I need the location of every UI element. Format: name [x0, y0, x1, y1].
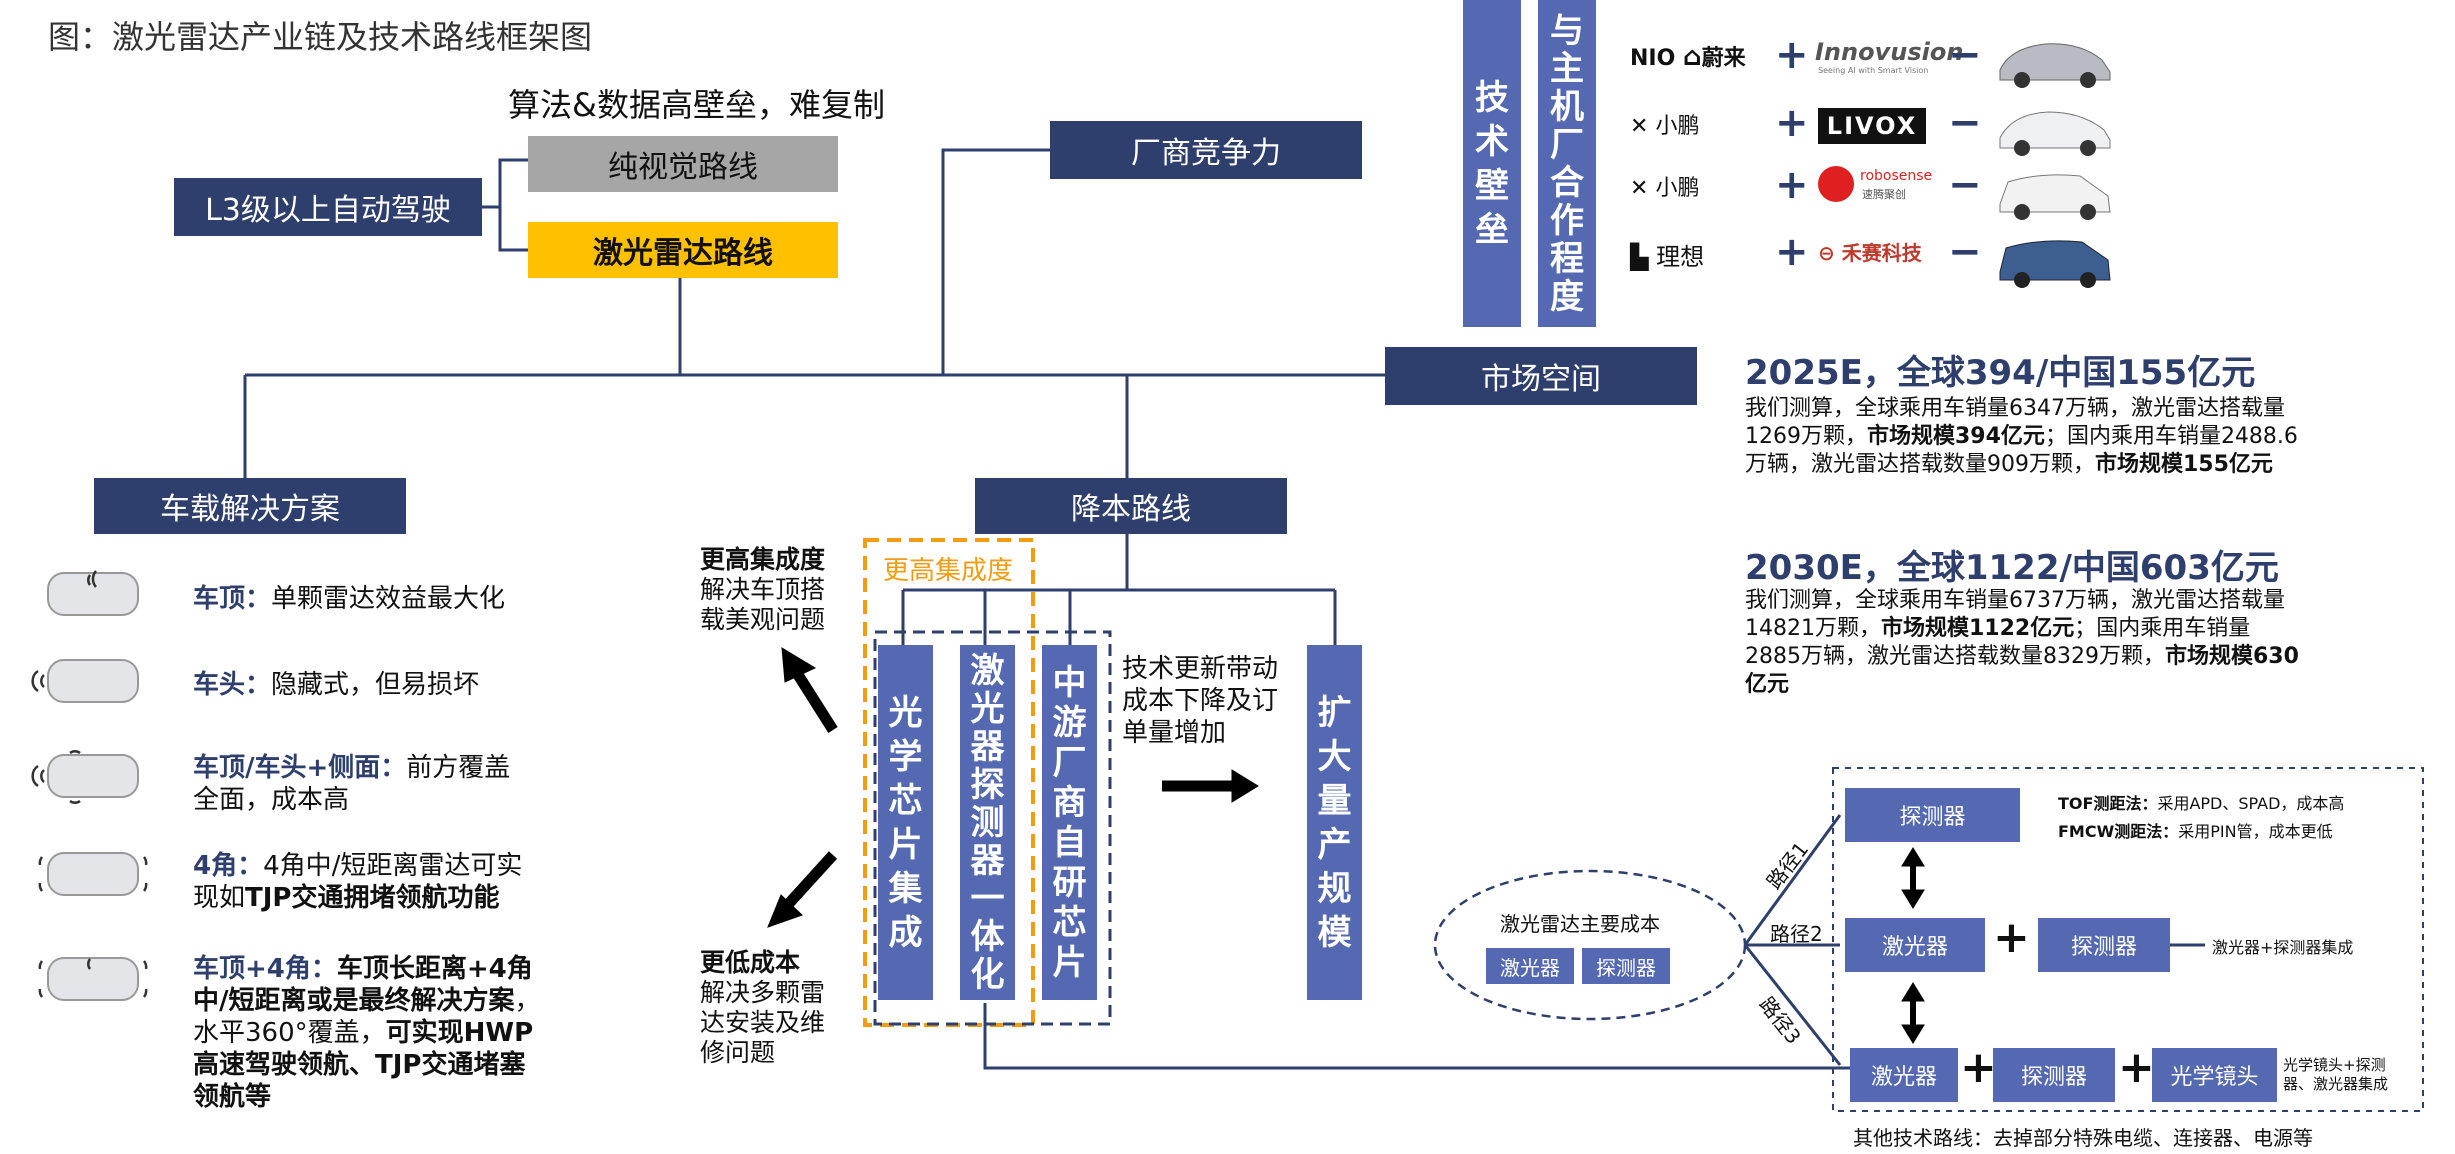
path-2-label: 路径2 — [1770, 922, 1823, 946]
plus-icon: + — [1775, 229, 1809, 275]
lidar-logo-innovusion: Innovusion — [1815, 38, 1964, 66]
partnership-row-4: ▙ 理想 + ⊖ 禾赛科技 − — [1630, 229, 2110, 283]
minus-icon: − — [1948, 162, 1982, 208]
arrow-right — [1231, 769, 1259, 803]
car-icon-four-corners — [47, 852, 139, 896]
optical-chip-integration-column: 光学芯片集成 — [878, 645, 933, 1000]
midstream-chip-column: 中游厂商自研芯片 — [1042, 645, 1097, 1000]
vehicle-lidar-car-icons — [31, 570, 148, 1001]
lidar-logo-hesai: ⊖ 禾赛科技 — [1818, 241, 1922, 265]
cost-item-laser: 激光器 — [1486, 948, 1574, 984]
solution-roof: 车顶：单颗雷达效益最大化 — [193, 584, 506, 614]
path3-note: 光学镜头+探测器、激光器集成 — [2283, 1056, 2389, 1093]
minus-icon: − — [1948, 32, 1982, 78]
arrow-down-left — [767, 894, 803, 928]
solution-four-corners: 4角：4角中/短距离雷达可实现如TJP交通拥堵领航功能 — [193, 851, 523, 913]
plus-icon: + — [1775, 100, 1809, 146]
paths-dashed-box — [1832, 767, 2424, 1112]
solution-roof-four-corners: 车顶+4角：车顶长距离+4角中/短距离或是最终解决方案，水平360°覆盖，可实现… — [193, 954, 541, 1112]
l3-autonomous-box: L3级以上自动驾驶 — [174, 178, 482, 236]
forecast-2030-heading: 2030E，全球1122/中国603亿元 — [1745, 548, 2279, 588]
car-icon-front — [47, 659, 139, 703]
path2-note: 激光器+探测器集成 — [2212, 938, 2354, 957]
car-image-4 — [1999, 240, 2111, 288]
higher-integration-note: 更高集成度解决车顶搭载美观问题 — [700, 545, 826, 634]
innovusion-tagline: Seeing AI with Smart Vision — [1818, 66, 1929, 75]
other-routes-note: 其他技术路线：去掉部分特殊电缆、连接器、电源等 — [1853, 1126, 2313, 1150]
cost-item-detector: 探测器 — [1582, 948, 1670, 984]
car-image-1 — [1999, 43, 2111, 88]
forecast-2025-heading: 2025E，全球394/中国155亿元 — [1745, 353, 2256, 393]
laser-detector-integration-column: 激光器探测器一体化 — [960, 645, 1015, 1000]
minus-icon: − — [1948, 100, 1982, 146]
minus-icon: − — [1948, 229, 1982, 275]
algo-note: 算法&数据高壁垒，难复制 — [508, 86, 885, 124]
path3-detector-box: 探测器 — [1993, 1048, 2115, 1102]
car-image-3 — [1999, 174, 2111, 220]
path1-detector-box: 探测器 — [1845, 788, 2020, 842]
fmcw-note: FMCW测距法：采用PIN管，成本更低 — [2058, 822, 2333, 841]
vehicle-solutions-box: 车载解决方案 — [94, 478, 406, 534]
robosense-cn: 速腾聚创 — [1862, 188, 1906, 201]
cost-ellipse-outline — [1433, 869, 1747, 1021]
forecast-2025-text: 我们测算，全球乘用车销量6347万辆，激光雷达搭载量1269万颗，市场规模394… — [1745, 396, 2298, 477]
plus-icon: + — [1993, 912, 2030, 963]
oem-logo-xpeng-1: ✕ 小鹏 — [1630, 114, 1700, 139]
partnership-row-1: NIO ⌂蔚来 + Innovusion Seeing AI with Smar… — [1630, 32, 2110, 86]
plus-icon: + — [1775, 162, 1809, 208]
solution-front: 车头：隐藏式，但易损坏 — [193, 670, 480, 700]
market-space-box: 市场空间 — [1385, 347, 1697, 405]
cost-route-box: 降本路线 — [975, 478, 1287, 534]
oem-cooperation-bar: 与主机厂合作程度 — [1538, 0, 1596, 327]
plus-icon: + — [1775, 32, 1809, 78]
robosense-logo-icon — [1818, 166, 1854, 202]
tech-barrier-bar: 技术壁垒 — [1463, 0, 1521, 327]
cost-columns-dashed-box — [873, 630, 1112, 1026]
higher-integration-label: 更高集成度 — [883, 556, 1014, 586]
path3-optics-box: 光学镜头 — [2152, 1048, 2277, 1102]
arrow-up-left — [781, 647, 817, 683]
solution-roof-front-side: 车顶/车头+侧面：前方覆盖全面，成本高 — [193, 753, 511, 815]
plus-icon: + — [2118, 1042, 2155, 1093]
scale-up-column: 扩大量产规模 — [1307, 645, 1362, 1000]
partner-car-images — [1999, 43, 2111, 288]
lower-cost-note: 更低成本解决多颗雷达安装及维修问题 — [700, 948, 826, 1067]
tof-note: TOF测距法：采用APD、SPAD，成本高 — [2058, 794, 2345, 813]
vendor-competitiveness-box: 厂商竞争力 — [1050, 121, 1362, 179]
partnership-row-3: ✕ 小鹏 + robosense 速腾聚创 − — [1630, 162, 2110, 216]
oem-logo-xpeng-2: ✕ 小鹏 — [1630, 176, 1700, 201]
car-icon-roof-four-corners — [47, 957, 139, 1001]
forecast-2030-text: 我们测算，全球乘用车销量6737万辆，激光雷达搭载量14821万颗，市场规模11… — [1745, 588, 2299, 697]
plus-icon: + — [1960, 1042, 1997, 1093]
lidar-route-box: 激光雷达路线 — [528, 222, 838, 278]
oem-logo-nio: NIO ⌂蔚来 — [1630, 42, 1746, 72]
path2-detector-box: 探测器 — [2038, 918, 2170, 972]
car-icon-roof — [47, 572, 139, 616]
oem-logo-li-auto: ▙ 理想 — [1630, 243, 1705, 271]
partnership-row-2: ✕ 小鹏 + LIVOX − — [1630, 100, 2110, 154]
cost-ellipse-title: 激光雷达主要成本 — [1500, 912, 1660, 936]
tech-update-note: 技术更新带动成本下降及订单量增加 — [1122, 654, 1279, 748]
figure-title: 图：激光雷达产业链及技术路线框架图 — [48, 18, 593, 56]
car-icon-front-side — [47, 754, 139, 798]
pure-vision-box: 纯视觉路线 — [528, 136, 838, 192]
lidar-logo-livox: LIVOX — [1818, 108, 1926, 144]
car-image-2 — [1999, 111, 2111, 156]
path2-laser-box: 激光器 — [1845, 918, 1985, 972]
lidar-logo-robosense: robosense — [1860, 168, 1933, 184]
path3-laser-box: 激光器 — [1850, 1048, 1958, 1102]
